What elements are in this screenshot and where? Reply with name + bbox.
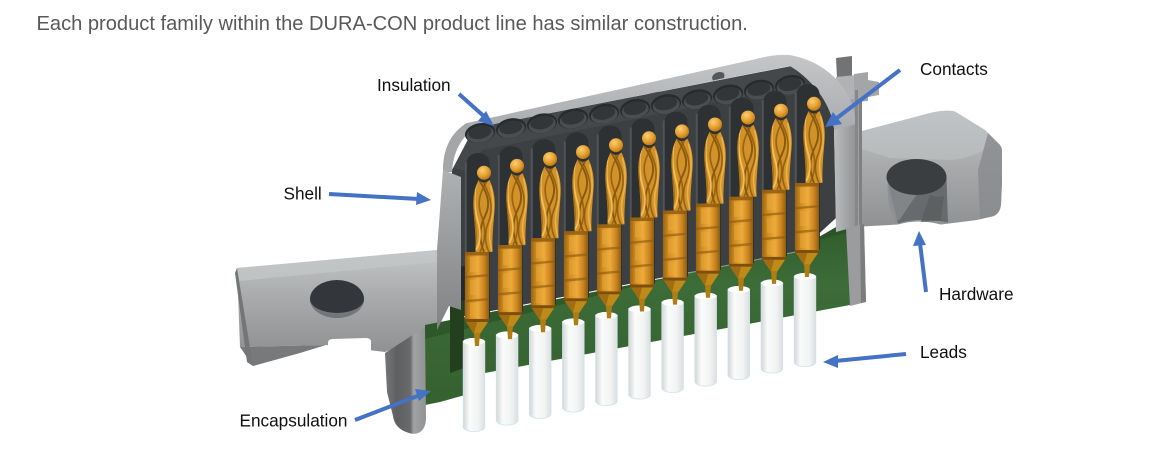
svg-text:Hardware: Hardware [939, 284, 1014, 304]
svg-text:Leads: Leads [920, 342, 967, 362]
svg-text:Each product family within the: Each product family within the DURA-CON … [37, 13, 748, 35]
svg-text:Insulation: Insulation [377, 75, 451, 95]
svg-text:Encapsulation: Encapsulation [240, 411, 348, 431]
svg-text:Shell: Shell [284, 184, 322, 204]
svg-text:Contacts: Contacts [920, 59, 988, 79]
